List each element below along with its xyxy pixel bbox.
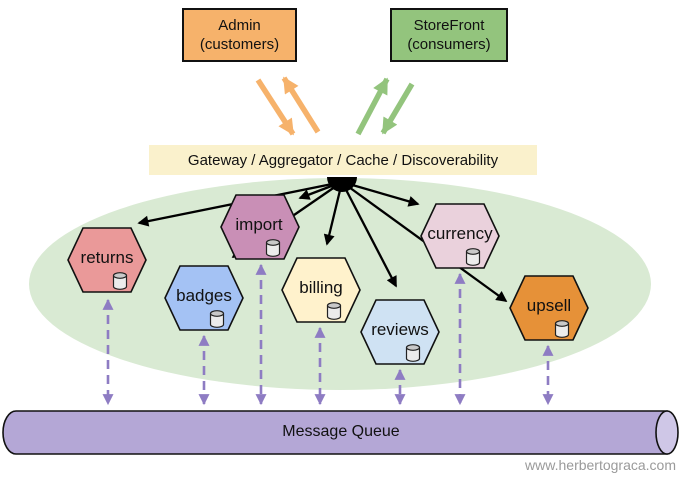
database-icon [265,239,281,257]
storefront-gateway-arrows [355,77,415,136]
arrow-gateway-to-storefront [355,77,390,136]
watermark: www.herbertograca.com [525,457,676,473]
arrow-gateway-to-admin [281,76,321,134]
message-queue-cylinder [2,410,679,455]
gateway-fanout-hub [327,177,357,192]
hexagon-import [220,194,300,260]
database-icon [465,248,481,266]
message-queue-end-cap [655,410,679,455]
hexagon-upsell [509,275,589,341]
hexagon-billing [281,257,361,323]
database-icon [112,272,128,290]
database-icons [112,239,570,362]
database-icon [326,302,342,320]
admin-box: Admin (customers) [182,8,297,62]
hexagon-reviews [360,299,440,365]
arrow-storefront-to-gateway [380,82,415,135]
storefront-title: StoreFront [413,17,485,34]
gateway-bar: Gateway / Aggregator / Cache / Discovera… [149,145,537,175]
database-icon [554,320,570,338]
queue-links [102,263,554,406]
arrow-gateway-to-currency [341,180,420,207]
admin-title: Admin [218,17,261,34]
hexagon-returns [67,227,147,293]
arrow-gateway-to-reviews [340,181,398,288]
admin-subtitle: (customers) [199,36,280,53]
message-queue-body [2,410,668,455]
service-hexagons [67,194,589,365]
arrow-gateway-to-billing [323,181,344,246]
storefront-subtitle: (consumers) [407,36,491,53]
hexagon-currency [420,203,500,269]
admin-gateway-arrows [255,76,321,136]
arrow-admin-to-gateway [255,78,296,136]
database-icon [209,310,225,328]
gateway-label: Gateway / Aggregator / Cache / Discovera… [187,151,499,169]
message-queue-label: Message Queue [282,423,400,440]
storefront-box: StoreFront (consumers) [390,8,508,62]
database-icon [405,344,421,362]
hexagon-badges [164,265,244,331]
